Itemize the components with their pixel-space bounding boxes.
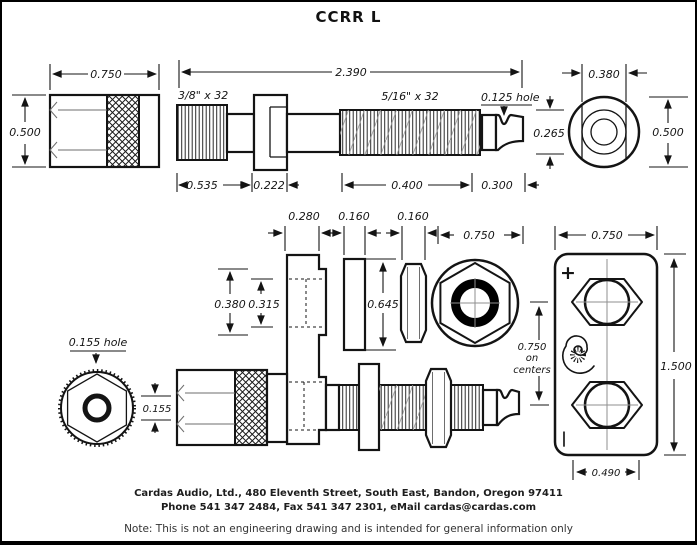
svg-text:centers: centers	[513, 365, 550, 376]
knurl-band	[106, 94, 140, 168]
svg-text:0.500: 0.500	[9, 126, 41, 139]
svg-text:on: on	[526, 353, 538, 364]
washer-side-view	[342, 257, 367, 352]
tip-hole-callout: 0.125 hole	[481, 91, 540, 116]
plus-mark: +	[560, 262, 576, 284]
knurl-bore-dim: 0.155	[141, 383, 171, 433]
svg-text:0.280: 0.280	[288, 210, 320, 223]
plate-hole-top	[571, 278, 643, 326]
knurl-ring	[58, 369, 136, 447]
svg-text:0.750: 0.750	[463, 229, 495, 242]
spade-tip	[480, 113, 525, 152]
svg-text:1.500: 1.500	[660, 360, 692, 373]
washer-height-dim: 0.645	[366, 258, 399, 351]
knob-side-view	[48, 93, 161, 169]
svg-text:0.125 hole: 0.125 hole	[481, 91, 540, 104]
footer-note: Note: This is not an engineering drawing…	[124, 523, 573, 535]
svg-text:0.645: 0.645	[367, 298, 399, 311]
nut-side-view	[399, 262, 428, 344]
nautilus-logo	[562, 335, 595, 374]
flange-section-view	[285, 253, 328, 446]
svg-text:0.400: 0.400	[391, 179, 423, 192]
svg-text:0.160: 0.160	[397, 210, 429, 223]
svg-text:0.500: 0.500	[652, 126, 684, 139]
post-end-view	[567, 95, 641, 169]
svg-text:0.750: 0.750	[90, 68, 122, 81]
svg-text:0.490: 0.490	[592, 468, 621, 479]
footer-phone: Phone 541 347 2484, Fax 541 347 2301, eM…	[160, 502, 537, 513]
assembled-view	[175, 362, 521, 452]
centers-dim: 0.750 on centers	[513, 301, 551, 406]
nut-face-view	[430, 258, 520, 348]
end-width-dim: 0.380	[562, 64, 647, 102]
knob-width-dim: 0.750	[49, 64, 160, 90]
post-segment-dims: 0.535 0.222 0.400 0.300	[176, 173, 539, 192]
assembled-spade-tip	[481, 388, 521, 427]
plate-hole-bottom	[571, 381, 643, 429]
svg-text:0.380: 0.380	[214, 298, 246, 311]
assembled-knurl-band	[234, 369, 268, 446]
minus-mark: |	[561, 429, 566, 448]
thread-3-8	[176, 104, 228, 161]
drawing-title: CCRR L	[315, 8, 382, 26]
plate-height-dim: 1.500	[660, 253, 692, 456]
svg-text:0.300: 0.300	[481, 179, 513, 192]
svg-text:0.380: 0.380	[588, 68, 620, 81]
svg-text:0.265: 0.265	[533, 127, 565, 140]
knurl-nut-face-view	[58, 369, 136, 447]
end-height-dim: 0.500	[649, 96, 688, 168]
end-bore-dim: 0.265	[533, 96, 565, 169]
flange-height-dims: 0.380 0.315	[214, 268, 280, 336]
thread-left-label: 3/8" x 32	[178, 89, 228, 102]
svg-text:0.155 hole: 0.155 hole	[69, 336, 128, 349]
knob-height-dim: 0.500	[9, 94, 46, 168]
post-side-view	[176, 93, 525, 172]
svg-text:0.160: 0.160	[338, 210, 370, 223]
plate-face-view: + |	[553, 252, 659, 457]
knurl-hole-callout: 0.155 hole	[69, 336, 128, 364]
assembled-nut	[424, 367, 453, 449]
svg-text:0.750: 0.750	[518, 342, 547, 353]
svg-text:0.750: 0.750	[591, 229, 623, 242]
post-total-dim: 2.390	[178, 60, 523, 88]
svg-text:0.535: 0.535	[186, 179, 218, 192]
svg-text:0.155: 0.155	[143, 404, 172, 415]
stack-width-dims: 0.280 0.160 0.160 0.750 0.750	[268, 210, 658, 260]
svg-text:0.315: 0.315	[248, 298, 280, 311]
svg-text:0.222: 0.222	[253, 179, 285, 192]
footer-address: Cardas Audio, Ltd., 480 Eleventh Street,…	[134, 488, 563, 499]
assembled-washer	[357, 362, 381, 452]
plate-foot-dim: 0.490	[572, 460, 640, 480]
thread-right-label: 5/16" x 32	[381, 90, 438, 103]
svg-text:2.390: 2.390	[335, 66, 367, 79]
